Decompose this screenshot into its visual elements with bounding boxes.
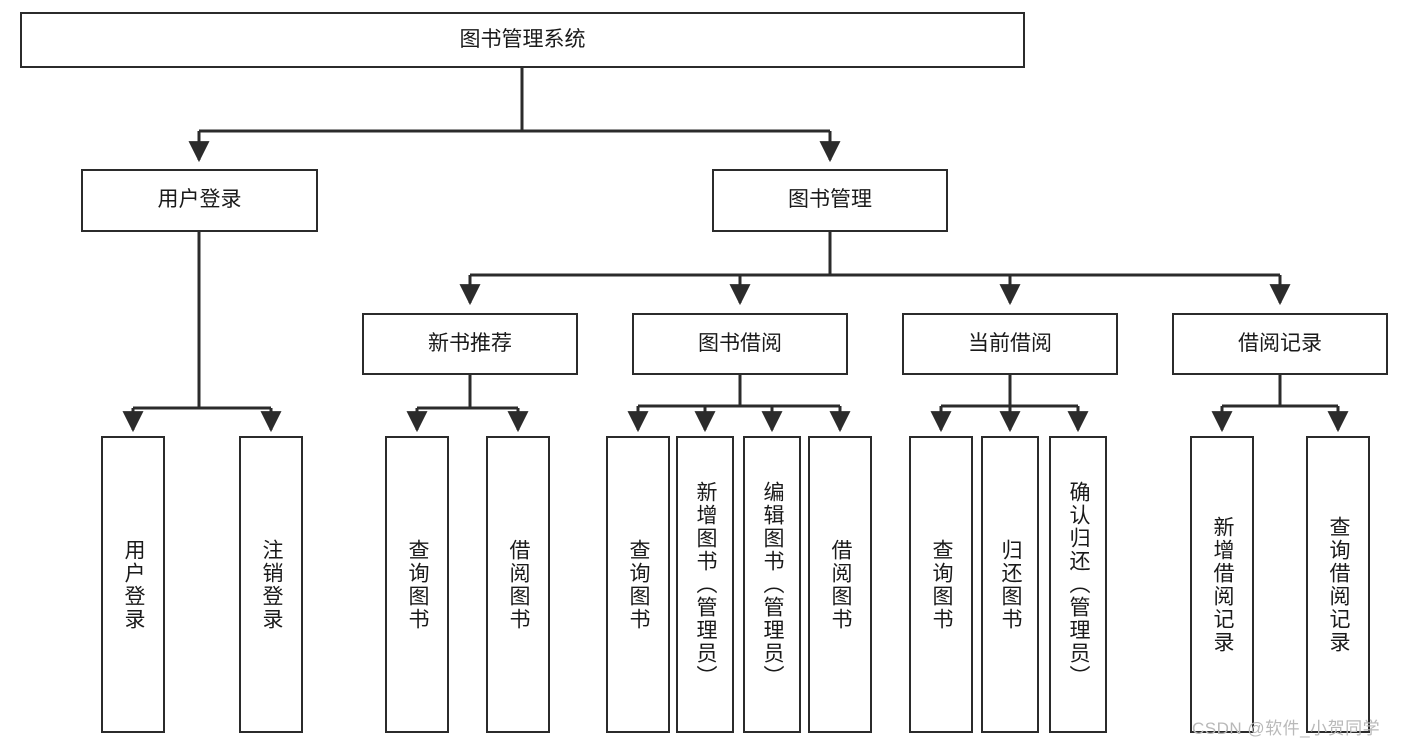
node-leaf-borrow-book[interactable]: 借阅图书 (808, 436, 872, 733)
node-leaf-add-borrow-record[interactable]: 新增借阅记录 (1190, 436, 1254, 733)
node-leaf-add-book[interactable]: 新增图书（管理员） (676, 436, 734, 733)
node-user-login[interactable]: 用户登录 (81, 169, 318, 232)
node-label: 注销登录 (260, 538, 284, 631)
node-label: 新增借阅记录 (1211, 515, 1235, 654)
node-label: 新书推荐 (428, 331, 512, 355)
node-leaf-logout-login[interactable]: 注销登录 (239, 436, 303, 733)
node-leaf-query-book-recommend[interactable]: 查询图书 (385, 436, 449, 733)
node-book-borrow[interactable]: 图书借阅 (632, 313, 848, 375)
node-root-book-management-system[interactable]: 图书管理系统 (20, 12, 1025, 68)
node-label: 借阅图书 (829, 538, 853, 631)
node-label: 图书借阅 (698, 331, 782, 355)
node-label: 编辑图书（管理员） (761, 481, 785, 688)
node-leaf-return-book[interactable]: 归还图书 (981, 436, 1039, 733)
csdn-watermark: CSDN @软件_小贺同学 (1192, 719, 1381, 738)
node-label: 借阅记录 (1238, 331, 1322, 355)
node-new-book-recommend[interactable]: 新书推荐 (362, 313, 578, 375)
node-leaf-edit-book[interactable]: 编辑图书（管理员） (743, 436, 801, 733)
node-leaf-user-login[interactable]: 用户登录 (101, 436, 165, 733)
node-label: 用户登录 (122, 538, 146, 631)
node-label: 查询图书 (406, 538, 430, 631)
node-label: 新增图书（管理员） (694, 481, 718, 688)
node-label: 查询借阅记录 (1327, 515, 1351, 654)
node-leaf-borrow-book-recommend[interactable]: 借阅图书 (486, 436, 550, 733)
node-label: 归还图书 (999, 538, 1023, 631)
node-leaf-confirm-return[interactable]: 确认归还（管理员） (1049, 436, 1107, 733)
node-borrow-record[interactable]: 借阅记录 (1172, 313, 1388, 375)
node-label: 图书管理系统 (459, 27, 586, 51)
node-label: 查询图书 (627, 538, 651, 631)
node-label: 当前借阅 (968, 331, 1052, 355)
node-book-manage[interactable]: 图书管理 (712, 169, 948, 232)
node-label: 查询图书 (930, 538, 954, 631)
node-leaf-query-book-borrow[interactable]: 查询图书 (606, 436, 670, 733)
node-label: 图书管理 (788, 188, 872, 212)
node-label: 用户登录 (157, 188, 242, 212)
node-leaf-query-book-current[interactable]: 查询图书 (909, 436, 973, 733)
node-label: 借阅图书 (507, 538, 531, 631)
node-leaf-query-borrow-record[interactable]: 查询借阅记录 (1306, 436, 1370, 733)
node-current-borrow[interactable]: 当前借阅 (902, 313, 1118, 375)
node-label: 确认归还（管理员） (1067, 481, 1091, 688)
